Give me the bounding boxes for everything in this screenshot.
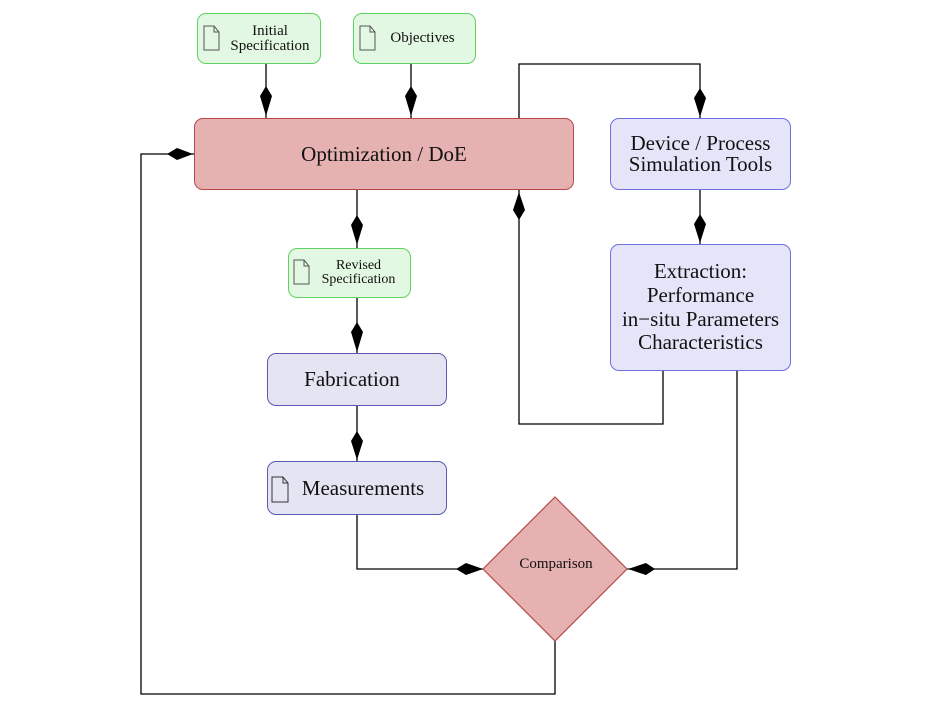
arrowhead-diamond-icon [628, 563, 655, 575]
node-label: Extraction: Performance in−situ Paramete… [621, 259, 780, 355]
comparison-decision-diamond[interactable] [482, 496, 630, 642]
document-icon [271, 476, 289, 503]
comparison-label-wrap: Comparison [492, 550, 620, 578]
node-label: Objectives [390, 30, 455, 46]
document-icon [293, 259, 310, 285]
node-label: Comparison [519, 555, 593, 572]
arrowhead-diamond-icon [513, 192, 525, 220]
document-icon [359, 25, 376, 51]
device-process-simulation-node[interactable]: Device / Process Simulation Tools [610, 118, 791, 190]
arrowhead-diamond-icon [351, 431, 363, 460]
optimization-doe-node[interactable]: Optimization / DoE [194, 118, 574, 190]
edge-extraction-to-comparison [627, 371, 738, 570]
node-label: Revised Specification [321, 258, 396, 287]
revised-specification-node[interactable]: Revised Specification [288, 248, 411, 298]
measurements-node[interactable]: Measurements [267, 461, 447, 515]
node-label: Device / Process Simulation Tools [628, 131, 773, 176]
arrowhead-diamond-icon [351, 215, 363, 245]
edge-optimization-to-device-sim [518, 63, 701, 118]
edge-extraction-to-optimization [518, 190, 664, 425]
node-label: Measurements [301, 475, 425, 500]
arrowhead-diamond-icon [694, 88, 706, 117]
node-label: Optimization / DoE [301, 141, 467, 166]
document-icon [203, 25, 220, 51]
node-label: Fabrication [304, 367, 400, 391]
node-label: Initial Specification [230, 22, 310, 54]
fabrication-node[interactable]: Fabrication [267, 353, 447, 406]
extraction-node[interactable]: Extraction: Performance in−situ Paramete… [610, 244, 791, 371]
arrowhead-diamond-icon [405, 86, 417, 116]
arrowhead-diamond-icon [260, 86, 272, 116]
objectives-node[interactable]: Objectives [353, 13, 476, 64]
arrowhead-diamond-icon [167, 148, 193, 160]
initial-specification-node[interactable]: Initial Specification [197, 13, 321, 64]
edge-measurements-to-comparison [356, 515, 484, 570]
arrowhead-diamond-icon [351, 322, 363, 352]
arrowhead-diamond-icon [456, 563, 483, 575]
edge-comparison-to-optimization [140, 153, 556, 695]
arrowhead-diamond-icon [694, 214, 706, 243]
